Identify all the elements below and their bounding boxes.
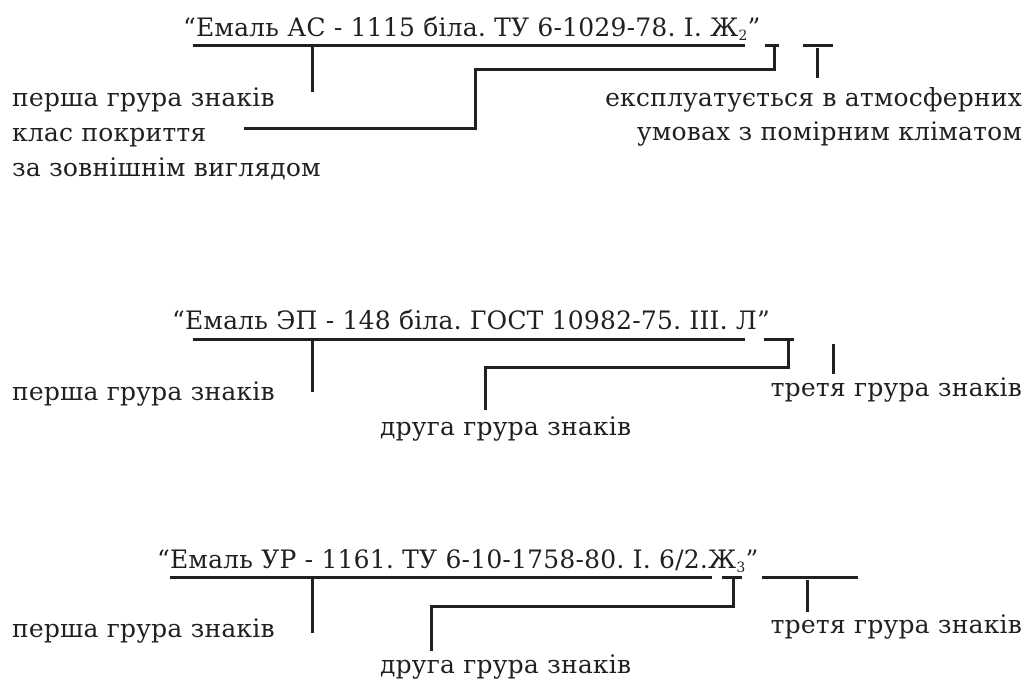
- group-3-text: Л: [735, 306, 757, 335]
- underline-group-3: [803, 44, 833, 47]
- open-quote: “: [183, 13, 196, 42]
- example-3-mark: “Емаль УР - 1161. ТУ 6-10-1758-80. І. 6/…: [157, 545, 758, 575]
- label-group-3: третя грура знаків: [770, 373, 1022, 402]
- group-2-text: І.: [683, 13, 702, 42]
- connector-operating-conditions: [816, 48, 819, 78]
- close-quote: ”: [745, 545, 759, 574]
- open-quote: “: [172, 306, 185, 335]
- connector-group-1: [311, 46, 314, 92]
- connector-group-3: [806, 580, 809, 612]
- group-3-text: 6/2.Ж3: [659, 545, 746, 576]
- connector-group-2-b: [430, 605, 735, 608]
- label-group-1: перша грура знаків: [12, 83, 275, 112]
- group-1-text: Емаль АС - 1115 біла. ТУ 6-1029-78.: [195, 13, 676, 42]
- label-coating-class-line-1: клас покриття: [12, 118, 207, 147]
- connector-group-2-c: [430, 605, 433, 651]
- underline-group-2: [722, 576, 742, 579]
- label-group-1: перша грура знаків: [12, 377, 275, 406]
- connector-coating-class-a: [773, 46, 776, 70]
- label-group-2: друга грура знаків: [380, 650, 632, 679]
- connector-group-2-a: [787, 340, 790, 369]
- underline-group-1: [193, 44, 745, 47]
- connector-group-2-a: [732, 578, 735, 608]
- example-2-mark: “Емаль ЭП - 148 біла. ГОСТ 10982-75. ІІІ…: [172, 306, 770, 336]
- connector-group-1: [311, 340, 314, 392]
- group-3-text: Ж2: [710, 13, 748, 44]
- connector-group-2-b: [484, 366, 790, 369]
- group-1-text: Емаль ЭП - 148 біла. ГОСТ 10982-75.: [184, 306, 682, 335]
- connector-coating-class-d: [244, 127, 477, 130]
- open-quote: “: [157, 545, 170, 574]
- close-quote: ”: [756, 306, 770, 335]
- underline-group-3: [762, 576, 858, 579]
- underline-group-2: [764, 338, 794, 341]
- connector-group-2-c: [484, 366, 487, 410]
- connector-coating-class-c: [474, 68, 477, 130]
- underline-group-1: [193, 338, 745, 341]
- example-1-mark: “Емаль АС - 1115 біла. ТУ 6-1029-78. І. …: [183, 13, 761, 43]
- label-group-2: друга грура знаків: [380, 412, 632, 441]
- close-quote: ”: [747, 13, 761, 42]
- label-coating-class-line-2: за зовнішнім виглядом: [12, 153, 321, 182]
- label-operating-conditions-line-1: експлуатується в атмосферних: [605, 83, 1022, 112]
- underline-group-2: [765, 44, 779, 47]
- group-2-text: І.: [632, 545, 651, 574]
- label-group-3: третя грура знаків: [770, 610, 1022, 639]
- group-1-text: Емаль УР - 1161. ТУ 6-10-1758-80.: [169, 545, 625, 574]
- connector-group-1: [311, 578, 314, 633]
- label-operating-conditions-line-2: умовах з помірним кліматом: [636, 117, 1022, 146]
- underline-group-1: [170, 576, 712, 579]
- group-2-text: ІІІ.: [689, 306, 728, 335]
- connector-coating-class-b: [474, 68, 776, 71]
- label-group-1: перша грура знаків: [12, 614, 275, 643]
- connector-group-3: [832, 344, 835, 374]
